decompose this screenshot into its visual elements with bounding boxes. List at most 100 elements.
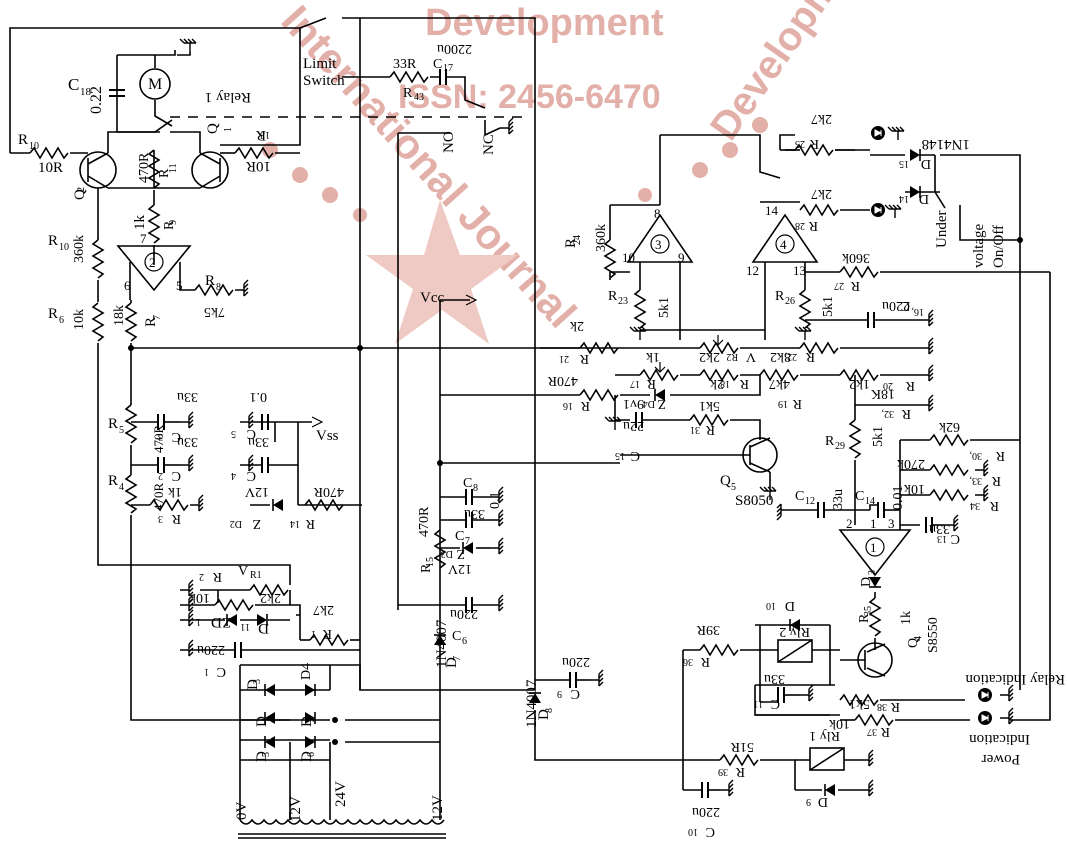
r24-value: 360k xyxy=(594,224,609,252)
r13-label: R xyxy=(256,127,266,143)
watermark-issn: ISSN: 2456-6470 xyxy=(398,78,661,116)
r21-sub: 21 xyxy=(559,353,569,364)
opamp-4-label: 4 xyxy=(780,237,787,252)
r20-sub: 20 xyxy=(883,380,893,391)
watermark-star xyxy=(366,200,518,344)
c8-label: C xyxy=(463,476,472,491)
d15-sub: 15 xyxy=(899,158,909,169)
relay-indicator-section: Q 4 S8550 D 10 Rly 2 39R R 36 33u C 11 5… xyxy=(682,598,1065,839)
q1-transistor xyxy=(191,151,229,189)
r18-label: R xyxy=(739,376,749,391)
r10a-label: R xyxy=(18,132,28,148)
pin1-label: 1 xyxy=(870,516,877,531)
d9-sub: 9 xyxy=(806,796,811,807)
c2-label: C xyxy=(172,468,181,483)
c1-sub: 1 xyxy=(204,666,209,677)
r18-value: 2k xyxy=(710,376,724,391)
r6-value: 10k xyxy=(72,309,87,330)
r21-label: R xyxy=(579,351,589,366)
d15-type: 1N4148 xyxy=(922,136,970,152)
r10b-sub: 10 xyxy=(59,242,69,253)
zd2-value: 12V xyxy=(245,484,269,499)
r7-label: R xyxy=(143,317,159,327)
r11-label: R xyxy=(157,168,172,178)
pin9-label: 9 xyxy=(678,250,685,265)
r27-value: 360k xyxy=(842,250,870,265)
zd3-label: Z xyxy=(456,546,465,561)
r33-label: R xyxy=(991,473,1001,488)
r37-label: R xyxy=(880,724,890,739)
limit-label: Limit xyxy=(303,56,337,72)
relay1-coil xyxy=(809,747,845,771)
supply-section: R 5 470R R 4 470R 33u C 3 33u C 2 1k R 3… xyxy=(108,18,620,721)
r2-value: 10k xyxy=(189,590,210,605)
c7-label: C xyxy=(455,529,464,544)
rly2-label: Rly 2 xyxy=(779,624,810,639)
r43-sub: 43 xyxy=(414,92,424,103)
r39-value: 51R xyxy=(730,739,754,754)
r28-sub: 28 xyxy=(795,220,805,231)
c10-value: 220u xyxy=(692,804,720,819)
vss-label: Vss xyxy=(316,428,339,444)
opamp-1 xyxy=(838,529,912,577)
r5-label: R xyxy=(108,416,118,432)
c9-value: 220u xyxy=(562,654,590,669)
r22-value: 8k2 xyxy=(770,349,791,364)
r20-label: R xyxy=(905,378,915,393)
r19-value: 4k7 xyxy=(769,376,790,391)
r43-value: 33R xyxy=(393,57,417,72)
c1-value: 220u xyxy=(197,642,225,657)
c8-value: 0.1 xyxy=(488,492,503,510)
r13-sub: 13 xyxy=(260,129,270,140)
r1-value: 2k7 xyxy=(313,602,334,617)
r31-value: 5k1 xyxy=(699,398,720,413)
zd1-label: ZD xyxy=(211,614,231,630)
no-label: NO xyxy=(441,131,457,153)
r9-value: 1k xyxy=(132,215,148,231)
pin13-label: 13 xyxy=(793,263,806,278)
r15-value: 470R xyxy=(417,506,432,537)
watermark-arc-right: Development xyxy=(702,0,882,148)
relay-indication-label: Relay Indication xyxy=(965,671,1065,687)
r35-value: 1k xyxy=(899,611,914,625)
r30-label: R xyxy=(995,448,1005,463)
vcc-label: Vcc xyxy=(420,290,444,306)
d7-label: D xyxy=(444,657,460,668)
r19-label: R xyxy=(792,396,802,411)
q2-label: Q xyxy=(72,189,88,200)
c9-label: C xyxy=(571,686,580,701)
vr1-label: V xyxy=(238,564,248,579)
r5-value: 470R xyxy=(151,425,166,454)
c8-sub: 8 xyxy=(473,483,478,494)
d2-sub: 2 xyxy=(306,717,317,722)
r33-sub: 33, xyxy=(970,475,983,486)
r4-label: R xyxy=(108,473,118,489)
r35-sub: 35 xyxy=(863,606,874,616)
r36-sub: 36 xyxy=(683,656,693,667)
r19-sub: 19 xyxy=(778,398,788,409)
c3-value: 33u xyxy=(177,389,198,404)
pin10-label: 10 xyxy=(622,250,635,265)
r33-value: 270k xyxy=(897,456,925,471)
r3-label: R xyxy=(171,511,181,526)
r27-sub: 27 xyxy=(834,280,844,291)
c13-sub: 13 xyxy=(937,533,947,544)
opamp-2-label: 2 xyxy=(149,255,156,270)
r4-value: 470R xyxy=(151,483,166,512)
undervoltage-label-2: voltage xyxy=(971,224,987,268)
terminal-0v: 0V xyxy=(234,802,250,821)
d13-sub: 13 xyxy=(867,570,878,580)
r25-value: 2k7 xyxy=(811,111,832,126)
c13-label: C xyxy=(951,531,960,546)
r21-value: 2k xyxy=(570,318,584,333)
c17-label: C xyxy=(433,57,442,72)
c17-sub: 17 xyxy=(443,63,453,74)
r27-label: R xyxy=(850,278,860,293)
d6-sub: 6 xyxy=(306,752,317,757)
r28-value: 2k7 xyxy=(811,186,832,201)
r37-sub: 37 xyxy=(867,726,877,737)
opamp-3-label: 3 xyxy=(655,237,662,252)
rectifier-transformer-section: D 3 D4 D 1 D 2 D 5 D 6 0V 12V 24V 12V xyxy=(234,663,535,839)
d13-label: D xyxy=(859,577,874,587)
c11-label: C xyxy=(771,696,780,711)
